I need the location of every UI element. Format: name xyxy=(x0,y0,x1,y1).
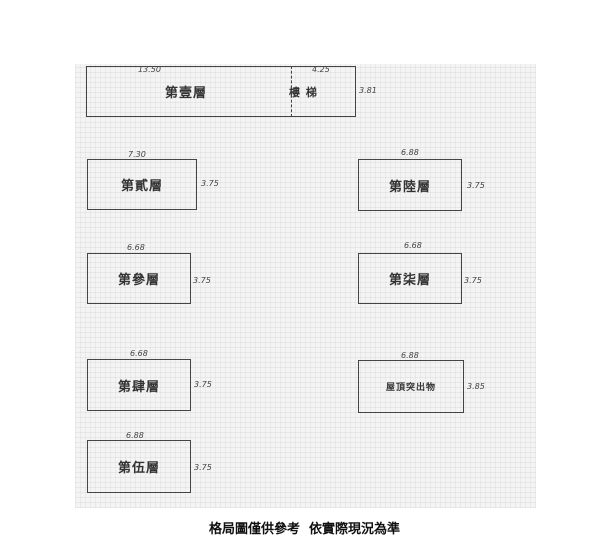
floor-6-label: 第陸層 xyxy=(388,179,431,195)
stairs-depth: 3.81 xyxy=(359,86,377,95)
roof-width: 6.88 xyxy=(401,351,419,360)
roof-structure-label: 屋頂突出物 xyxy=(385,383,436,393)
floor-2-width: 7.30 xyxy=(128,150,146,159)
floor-7-box: 第柒層 xyxy=(358,253,462,304)
floor-1-width: 13.50 xyxy=(138,65,161,74)
floor-6-depth: 3.75 xyxy=(467,181,485,190)
stairs-label: 樓 梯 xyxy=(289,85,318,99)
stairs-width: 4.25 xyxy=(312,65,330,74)
floor-6-width: 6.88 xyxy=(401,148,419,157)
floor-6-box: 第陸層 xyxy=(358,159,462,211)
floor-5-width: 6.88 xyxy=(126,431,144,440)
floor-3-box: 第參層 xyxy=(87,253,191,304)
floor-2-label: 第貳層 xyxy=(120,179,163,194)
floor-2-depth: 3.75 xyxy=(201,179,219,188)
floor-3-depth: 3.75 xyxy=(193,276,211,285)
floor-1-label: 第壹層 xyxy=(165,86,208,101)
floor-4-label: 第肆層 xyxy=(117,379,160,395)
floor-3-width: 6.68 xyxy=(127,243,145,252)
floor-4-width: 6.68 xyxy=(130,349,148,358)
floor-plan-scan xyxy=(75,64,536,508)
floor-7-depth: 3.75 xyxy=(464,276,482,285)
floor-1-box: 第壹層 樓 梯 xyxy=(86,66,356,117)
floor-5-box: 第伍層 xyxy=(87,440,191,493)
floor-2-box: 第貳層 xyxy=(87,159,197,210)
floor-4-box: 第肆層 xyxy=(87,359,191,411)
floor-5-depth: 3.75 xyxy=(194,463,212,472)
stairs-divider xyxy=(291,66,292,117)
floor-7-width: 6.68 xyxy=(404,241,422,250)
floor-3-label: 第參層 xyxy=(117,273,160,288)
floor-5-label: 第伍層 xyxy=(117,461,160,476)
roof-structure-box: 屋頂突出物 xyxy=(358,360,464,413)
roof-depth: 3.85 xyxy=(467,382,485,391)
floor-7-label: 第柒層 xyxy=(388,273,431,288)
disclaimer-caption: 格局圖僅供參考 依實際現況為準 xyxy=(208,522,401,537)
floor-4-depth: 3.75 xyxy=(194,380,212,389)
